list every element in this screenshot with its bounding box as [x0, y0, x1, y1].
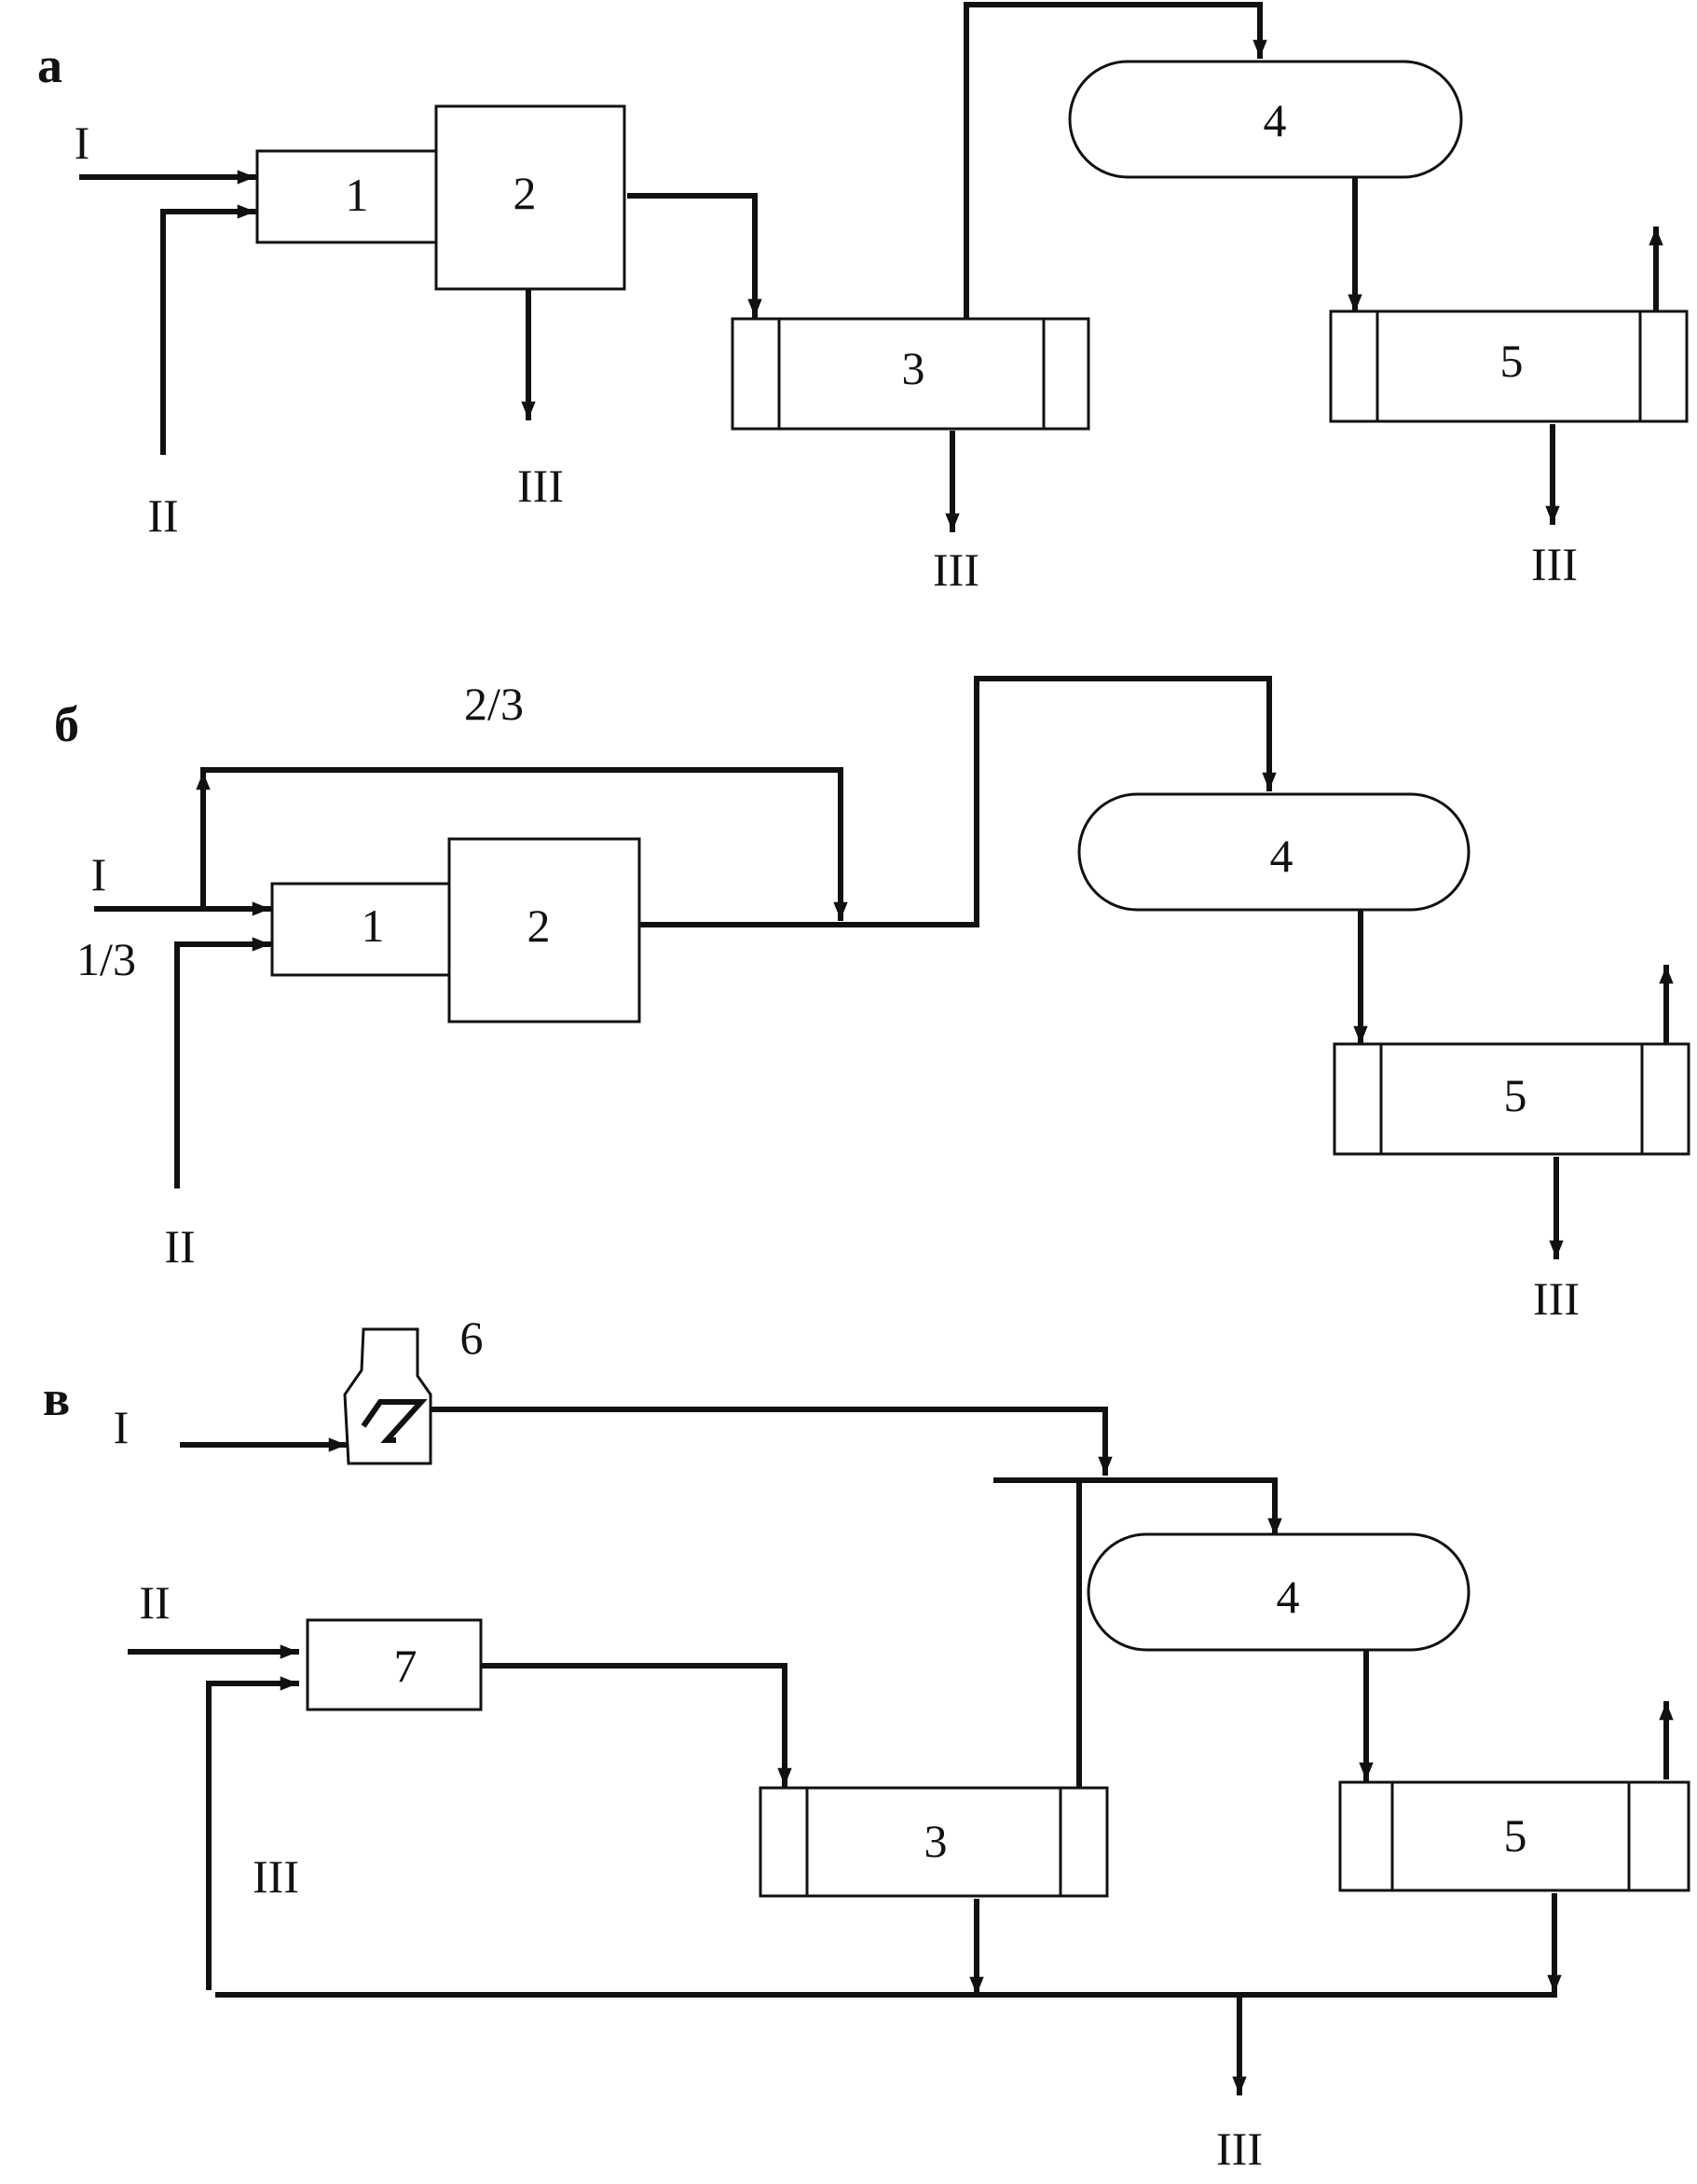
unit-4 [1068, 60, 1463, 179]
unit-7 [306, 1618, 483, 1711]
unit-3-label: 3 [924, 1815, 948, 1867]
unit-5 [1333, 1042, 1690, 1156]
stream-recycle-label: III [253, 1850, 299, 1902]
stream-2-to-3 [627, 193, 762, 318]
stream-recycle-III-to-7 [206, 1676, 299, 1990]
unit-5 [1338, 1780, 1690, 1892]
unit-4-label: 4 [1264, 94, 1287, 146]
panel-b-label: б [54, 696, 79, 752]
stream-II-to-unit-1 [174, 937, 271, 1188]
unit-7-label: 7 [394, 1640, 417, 1692]
unit-1 [270, 882, 453, 977]
panel-c: в 6 7 3 4 5 [43, 1312, 1690, 2175]
stream-3-out-label: III [933, 543, 979, 596]
panel-a: а 1 2 3 4 5 I II III [37, 2, 1689, 596]
unit-2-label: 2 [527, 900, 551, 952]
unit-3-label: 3 [902, 342, 925, 394]
unit-1-label: 1 [346, 169, 369, 221]
unit-3 [731, 317, 1090, 431]
split-direct-label: 1/3 [76, 933, 136, 985]
split-bypass-label: 2/3 [464, 678, 524, 730]
unit-4-label: 4 [1270, 830, 1293, 882]
stream-6-to-4 [421, 1407, 1113, 1476]
unit-2-label: 2 [513, 167, 537, 219]
panel-a-label: а [37, 37, 62, 93]
unit-4-label: 4 [1277, 1571, 1300, 1623]
stream-7-to-3 [480, 1663, 792, 1787]
stream-3-to-4 [993, 1477, 1282, 1787]
stream-II-label: II [139, 1576, 170, 1628]
stream-3-to-4 [964, 2, 1267, 322]
unit-3 [759, 1786, 1109, 1898]
unit-4 [1077, 792, 1471, 912]
panel-b: б 1 2 4 5 I 1/3 2/3 II III [54, 676, 1690, 1325]
unit-5-label: 5 [1504, 1069, 1527, 1121]
stream-bypass-over [200, 767, 848, 921]
stream-5-out-label: III [1533, 1272, 1580, 1325]
stream-final-out-label: III [1216, 2122, 1263, 2175]
unit-2 [434, 104, 626, 291]
unit-5 [1329, 309, 1689, 423]
unit-2 [447, 837, 641, 1023]
stream-I-label: I [91, 848, 107, 900]
stream-2-to-4 [636, 676, 1277, 927]
stream-2-out-label: III [517, 460, 564, 512]
unit-5-label: 5 [1500, 335, 1524, 387]
stream-I-label: I [114, 1401, 130, 1453]
stream-II-to-unit-1 [160, 204, 256, 455]
panel-c-label: в [43, 1370, 70, 1426]
unit-6-furnace [343, 1327, 432, 1465]
unit-6-label: 6 [460, 1312, 484, 1364]
stream-II-label: II [164, 1220, 195, 1272]
stream-II-label: II [147, 489, 178, 542]
stream-5-out-label: III [1531, 538, 1578, 590]
unit-1-label: 1 [362, 900, 385, 952]
stream-I-label: I [75, 117, 90, 169]
unit-4 [1087, 1532, 1471, 1652]
unit-1 [255, 149, 440, 244]
unit-5-label: 5 [1504, 1809, 1527, 1861]
